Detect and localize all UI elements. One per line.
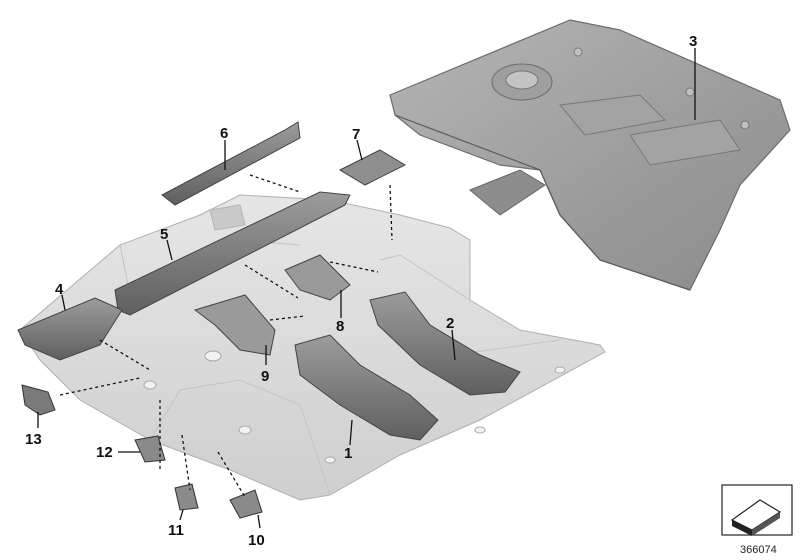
bracket-part-13 (21, 384, 56, 416)
callout-1: 1 (344, 445, 352, 462)
callout-2: 2 (446, 315, 454, 332)
reinforcement-part-9 (193, 294, 276, 356)
rear-floor-trunk (389, 19, 791, 291)
bracket-part-11 (174, 483, 199, 511)
callout-10: 10 (248, 532, 265, 549)
leader-lines (37, 48, 696, 529)
rail-part-6 (161, 121, 301, 206)
callout-12: 12 (96, 444, 113, 461)
callout-9: 9 (261, 368, 269, 385)
callout-13: 13 (25, 431, 42, 448)
bracket-part-7 (338, 149, 407, 186)
callout-5: 5 (160, 226, 168, 243)
bracket-part-10 (229, 489, 263, 519)
seat-member-part-1 (294, 334, 439, 441)
callout-numbers: 1 2 3 4 5 6 7 8 9 10 11 12 13 (25, 33, 697, 549)
callout-3: 3 (689, 33, 697, 50)
callout-11: 11 (168, 522, 184, 539)
callout-6: 6 (220, 125, 228, 142)
assembly-lines (59, 174, 393, 498)
reinforcement-part-8 (284, 254, 351, 301)
folded-sheet-arrow-icon (721, 484, 793, 536)
bracket-part-12 (134, 435, 166, 463)
sill-part-4 (17, 297, 123, 361)
callout-7: 7 (352, 126, 360, 143)
reference-number: 366074 (740, 544, 777, 556)
callout-4: 4 (55, 281, 64, 298)
callout-8: 8 (336, 318, 344, 335)
cross-member-part-2 (369, 291, 521, 396)
